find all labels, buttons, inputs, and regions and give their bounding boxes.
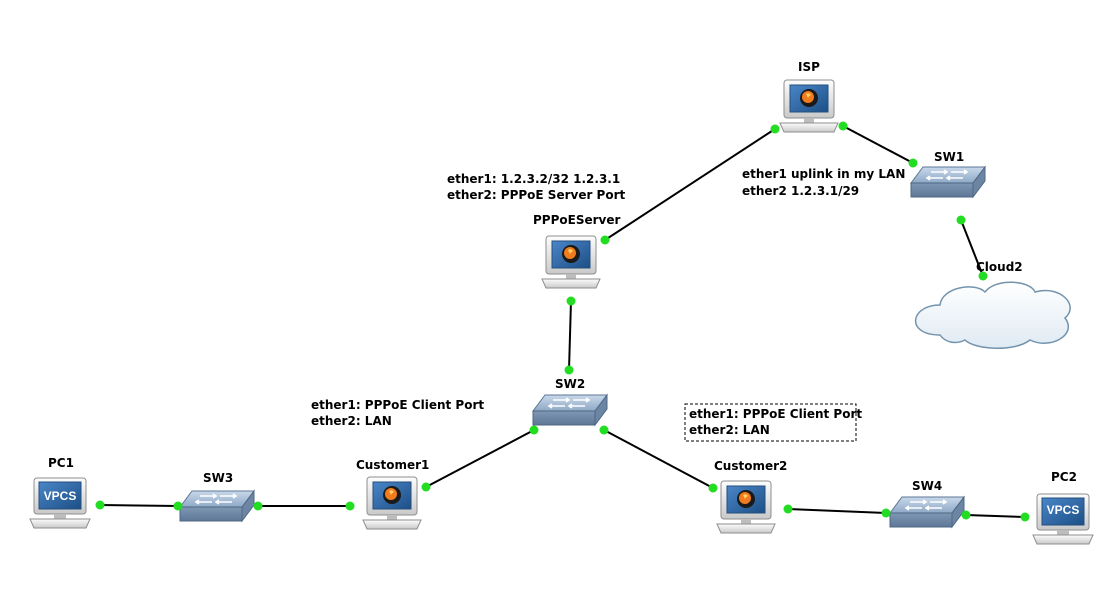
node-label: PC2 (1051, 470, 1077, 484)
node-label: Customer2 (714, 459, 787, 473)
note-selection-box (684, 403, 857, 442)
note-line: ether2 1.2.3.1/29 (742, 184, 859, 198)
switch-icon (910, 166, 986, 198)
node-customer1[interactable] (362, 476, 422, 530)
switch-icon (889, 496, 965, 528)
node-label: SW4 (912, 479, 942, 493)
node-label: ISP (798, 60, 820, 74)
link-pppoeserver-sw2[interactable] (568, 300, 572, 371)
note-line: ether1: 1.2.3.2/32 1.2.3.1 (447, 172, 620, 186)
node-label: SW1 (934, 150, 964, 164)
link-pc1-sw3[interactable] (99, 504, 179, 507)
interface-dot[interactable] (908, 158, 918, 168)
link-isp-pppoeserver[interactable] (604, 128, 776, 241)
interface-dot[interactable] (529, 425, 539, 435)
interface-dot[interactable] (881, 508, 891, 518)
interface-dot[interactable] (838, 121, 848, 131)
vpcs-screen-text: VPCS (44, 489, 77, 503)
note-customer1[interactable]: ether1: PPPoE Client Port ether2: LAN (311, 398, 484, 428)
node-label: Cloud2 (976, 260, 1023, 274)
interface-dot[interactable] (956, 215, 966, 225)
links (99, 125, 1026, 518)
node-label: Customer1 (356, 458, 429, 472)
interface-dot[interactable] (961, 510, 971, 520)
vpcs-icon (29, 477, 91, 529)
link-sw1-cloud2[interactable] (960, 219, 984, 277)
link-isp-sw1[interactable] (842, 125, 914, 164)
interface-dot[interactable] (566, 296, 576, 306)
router-icon (716, 480, 776, 534)
link-sw2-customer2[interactable] (603, 429, 714, 489)
switch-icon (179, 490, 255, 522)
interface-dot[interactable] (1020, 512, 1030, 522)
node-isp[interactable] (779, 79, 839, 133)
interface-dot[interactable] (253, 501, 263, 511)
node-cloud2[interactable]: Cloud2 (914, 260, 1071, 349)
node-label: SW2 (555, 377, 585, 391)
router-icon (362, 476, 422, 530)
note-line: ether2: PPPoE Server Port (447, 188, 626, 202)
router-icon (779, 79, 839, 133)
interface-dot[interactable] (564, 365, 574, 375)
note-line: ether1 uplink in my LAN (742, 167, 905, 181)
interface-dot[interactable] (708, 483, 718, 493)
switch-icon (532, 394, 608, 426)
node-label: PC1 (48, 456, 74, 470)
node-customer2[interactable] (716, 480, 776, 534)
node-pc2[interactable]: VPCS (1032, 493, 1094, 545)
node-pppoeserver[interactable] (541, 235, 601, 289)
note-line: ether1: PPPoE Client Port (689, 407, 862, 421)
node-sw1[interactable] (910, 166, 986, 198)
link-sw4-pc2[interactable] (965, 514, 1026, 518)
vpcs-icon (1032, 493, 1094, 545)
cloud-icon (914, 281, 1071, 349)
interface-dot[interactable] (95, 500, 105, 510)
interface-dot[interactable] (783, 504, 793, 514)
node-label: SW3 (203, 471, 233, 485)
note-pppoeserver[interactable]: ether1: 1.2.3.2/32 1.2.3.1 ether2: PPPoE… (447, 172, 626, 202)
interface-dot[interactable] (173, 501, 183, 511)
node-sw3[interactable] (179, 490, 255, 522)
node-sw4[interactable] (889, 496, 965, 528)
node-pc1[interactable]: VPCS (29, 477, 91, 529)
interface-dot[interactable] (345, 501, 355, 511)
note-line: ether2: LAN (689, 423, 770, 437)
note-customer2[interactable]: ether1: PPPoE Client Port ether2: LAN (684, 403, 862, 442)
note-isp[interactable]: ether1 uplink in my LAN ether2 1.2.3.1/2… (742, 167, 905, 198)
interface-dots (95, 121, 1030, 522)
node-label: PPPoEServer (533, 213, 620, 227)
interface-dot[interactable] (978, 271, 988, 281)
vpcs-screen-text: VPCS (1047, 503, 1080, 517)
node-sw2[interactable] (532, 394, 608, 426)
interface-dot[interactable] (770, 124, 780, 134)
interface-dot[interactable] (421, 482, 431, 492)
router-icon (541, 235, 601, 289)
link-customer2-sw4[interactable] (787, 508, 887, 514)
interface-dot[interactable] (599, 425, 609, 435)
interface-dot[interactable] (600, 235, 610, 245)
note-line: ether2: LAN (311, 414, 392, 428)
note-line: ether1: PPPoE Client Port (311, 398, 484, 412)
link-sw2-customer1[interactable] (425, 429, 535, 488)
